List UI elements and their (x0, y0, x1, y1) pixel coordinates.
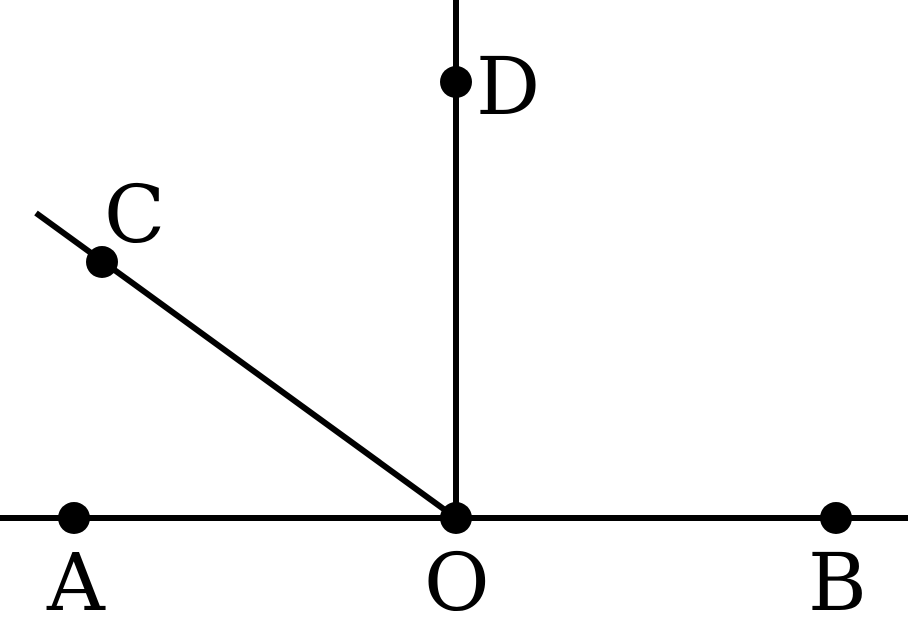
label-d: D (476, 40, 540, 133)
label-b: B (808, 536, 867, 629)
label-c: C (104, 168, 165, 261)
point-b (820, 502, 852, 534)
label-o: O (424, 536, 490, 629)
point-d (440, 66, 472, 98)
point-c (86, 246, 118, 278)
point-a (58, 502, 90, 534)
label-a: A (46, 536, 106, 629)
point-o (440, 502, 472, 534)
